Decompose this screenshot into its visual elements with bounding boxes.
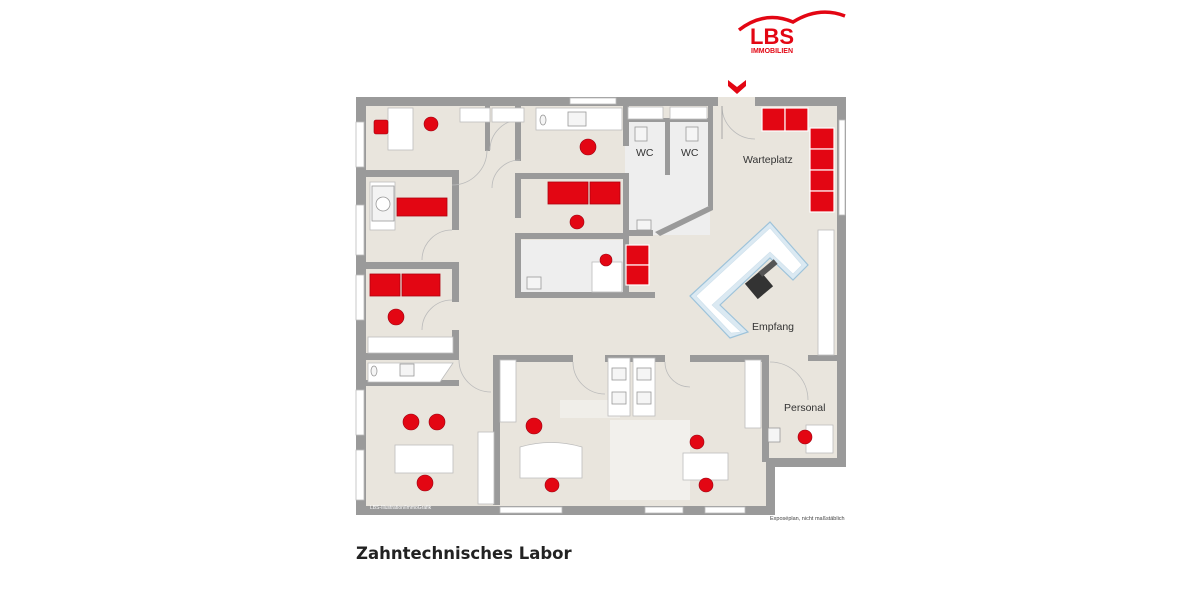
credit-bar (356, 506, 456, 515)
logo-brand: LBS (750, 24, 794, 49)
room-label-wc-2: WC (681, 147, 699, 159)
office-chairs (373, 116, 813, 493)
entrance-arrow-icon (728, 80, 746, 94)
plan-title: Zahntechnisches Labor (356, 544, 572, 563)
lab-floor-light-2 (560, 400, 620, 418)
reception-chair (744, 270, 774, 300)
floor-area (356, 97, 846, 515)
logo-subtitle: IMMOBILIEN (751, 48, 793, 55)
inner-walls (366, 106, 838, 505)
room-label-reception: Empfang (752, 321, 795, 333)
waiting-seats (625, 107, 835, 286)
logo-swoosh (737, 10, 846, 32)
sanitary-fixtures (370, 111, 781, 443)
illustration-credit: LBS-Illustration/ImmoGrafik (370, 505, 432, 511)
room-label-staff: Personal (784, 402, 826, 414)
room-label-wc-1: WC (636, 147, 654, 159)
lab-floor-light (610, 420, 690, 500)
reception-desk (689, 221, 809, 339)
dental-chair-base (371, 185, 395, 222)
room-label-waiting: Warteplatz (743, 154, 793, 166)
lbs-logo: LBS IMMOBILIEN (737, 10, 846, 55)
reception-monitor (758, 259, 778, 277)
windows (355, 97, 846, 514)
treatment-benches (369, 181, 621, 297)
scale-note: Exposéplan, nicht maßstäblich (770, 516, 845, 522)
